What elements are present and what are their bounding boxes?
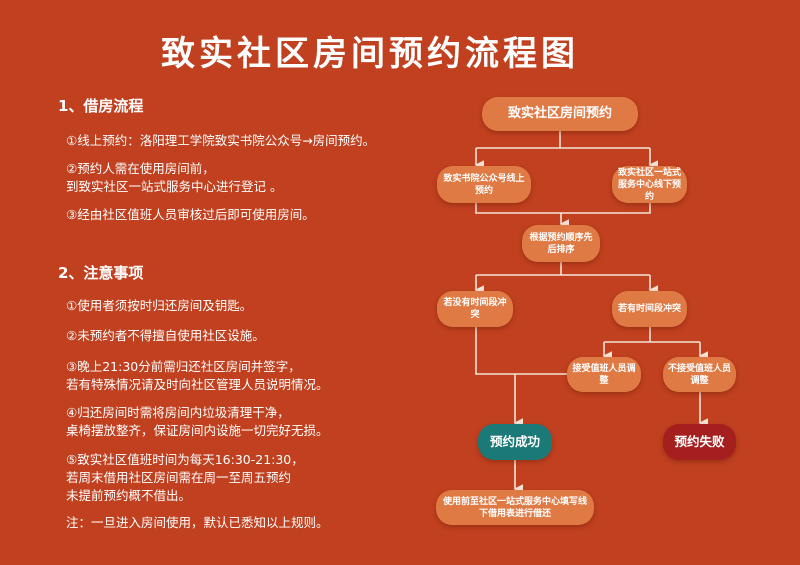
flow-node-final: 使用前至社区一站式服务中心填写线下借用表进行借还 [436,490,594,525]
flow-node-accept: 接受值班人员调整 [567,357,641,392]
rule-text: ①使用者须按时归还房间及钥匙。 [66,298,253,313]
section-heading-notes: 2、注意事项 [58,264,144,282]
flow-node-success: 预约成功 [478,424,552,460]
flow-node-offline: 致实社区一站式服务中心线下预约 [612,166,687,203]
flow-node-fail: 预约失败 [663,424,736,460]
flow-node-online: 致实书院公众号线上预约 [437,166,531,203]
section-heading-borrow: 1、借房流程 [58,97,144,115]
rule-text: ②预约人需在使用房间前， 到致实社区一站式服务中心进行登记 。 [66,161,283,194]
flow-node-start: 致实社区房间预约 [482,97,638,131]
flow-node-sort: 根据预约顺序先后排序 [522,225,600,262]
rule-text: ⑤致实社区值班时间为每天16:30-21:30， 若周末借用社区房间需在周一至周… [66,452,304,503]
flow-node-no-conflict: 若没有时间段冲突 [437,291,513,327]
flow-node-conflict: 若有时间段冲突 [612,291,687,327]
rule-text: ③经由社区值班人员审核过后即可使用房间。 [66,207,315,222]
rule-text: ①线上预约：洛阳理工学院致实书院公众号→房间预约。 [66,133,376,148]
rule-text: ②未预约者不得擅自使用社区设施。 [66,328,265,343]
page-title: 致实社区房间预约流程图 [161,34,579,74]
rule-note: 注：一旦进入房间使用，默认已悉知以上规则。 [66,515,329,530]
rule-text: ④归还房间时需将房间内垃圾清理干净， 桌椅摆放整齐，保证房间内设施一切完好无损。 [66,405,329,438]
rule-text: ③晚上21:30分前需归还社区房间并签字， 若有特殊情况请及时向社区管理人员说明… [66,359,329,392]
flow-node-reject: 不接受值班人员调整 [663,357,736,392]
